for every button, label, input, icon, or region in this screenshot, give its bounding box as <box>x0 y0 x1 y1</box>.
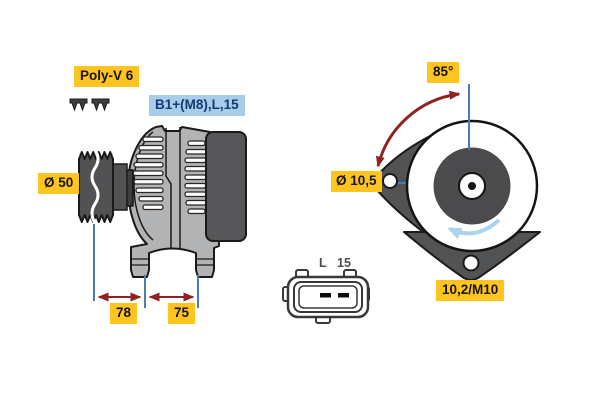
label-mounting-angle: 85° <box>427 62 460 83</box>
connector-inner-ring <box>293 281 363 313</box>
connector-detail <box>282 269 370 324</box>
label-terminals: B1+(M8),L,15 <box>149 95 245 116</box>
label-pulley-diameter: Ø 50 <box>38 173 80 194</box>
angle-arc-arrow <box>375 90 461 168</box>
drive-end-contour <box>133 131 154 241</box>
label-dimension-78: 78 <box>110 303 138 324</box>
rotation-arrow <box>447 218 501 240</box>
connector-pin-label-l: L <box>319 256 327 270</box>
foot-hole <box>462 254 480 272</box>
shaft-center-dot <box>468 182 476 190</box>
connector-pin-l <box>320 293 331 298</box>
side-view <box>69 98 247 308</box>
pulley-break-line <box>90 148 100 225</box>
connector-pin-15 <box>338 293 349 298</box>
label-belt-type: Poly-V 6 <box>74 66 140 87</box>
connector-inner-ring-2 <box>298 285 358 309</box>
mounting-foot-bands <box>131 258 214 266</box>
rear-cover <box>205 131 247 242</box>
ear-hole <box>382 173 398 189</box>
vent-slots-rear <box>184 140 207 215</box>
housing-seam <box>165 127 181 250</box>
poly-v-belt-icon <box>69 98 110 112</box>
connector-pin-label-15: 15 <box>337 256 351 270</box>
pulley-hub <box>111 163 128 211</box>
label-foot-hole-thread: 10,2/M10 <box>436 280 505 301</box>
vent-slots-front <box>132 136 164 211</box>
label-ear-hole-diameter: Ø 10,5 <box>331 171 382 192</box>
rear-view <box>357 84 541 281</box>
label-dimension-75: 75 <box>168 303 196 324</box>
extension-lines <box>93 224 199 308</box>
